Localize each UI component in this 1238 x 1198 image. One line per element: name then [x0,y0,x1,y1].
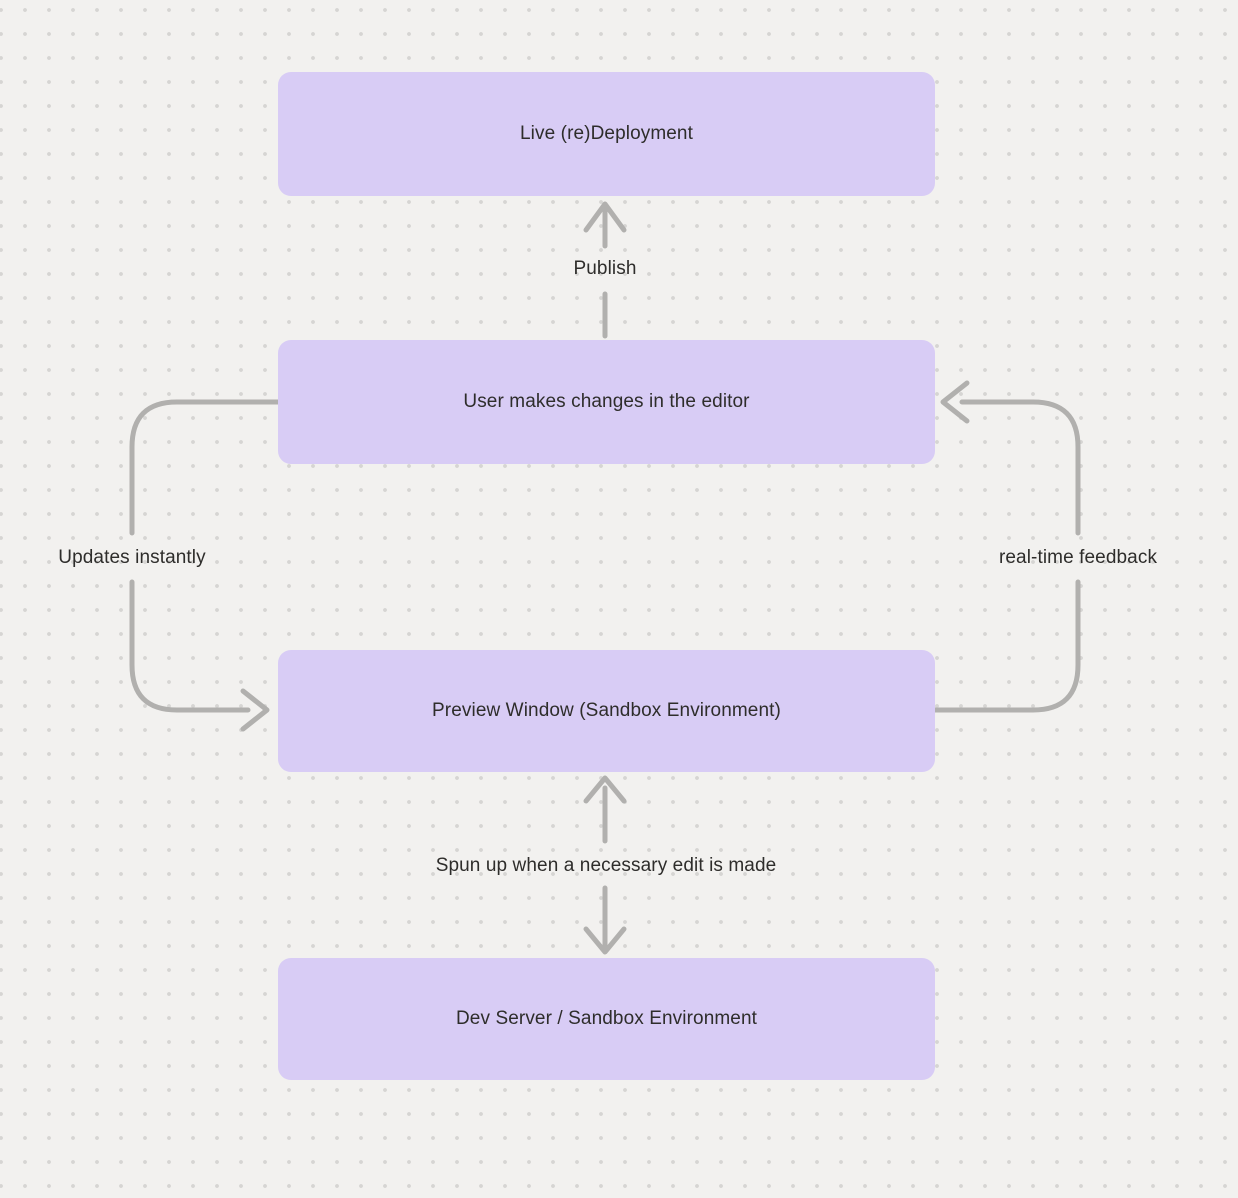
arrow-right-icon [240,688,270,732]
arrow-left-icon [940,380,970,424]
edge-label-spun-up: Spun up when a necessary edit is made [435,855,777,876]
node-dev-server: Dev Server / Sandbox Environment [278,958,935,1080]
node-preview-window: Preview Window (Sandbox Environment) [278,650,935,772]
node-label: Live (re)Deployment [520,123,693,144]
node-label: Preview Window (Sandbox Environment) [432,700,781,721]
feedback-line-upper [959,399,1081,536]
node-label: Dev Server / Sandbox Environment [455,1008,757,1029]
updates-line-upper [129,399,281,536]
arrow-up-icon [583,201,627,233]
edge-label-updates-instantly: Updates instantly [58,547,206,568]
node-user-makes-changes: User makes changes in the editor [278,340,935,464]
edge-label-publish: Publish [573,258,637,279]
node-label: User makes changes in the editor [463,391,750,412]
arrow-down-icon [583,926,627,955]
feedback-line-lower [932,579,1081,713]
edge-label-realtime-feedback: real-time feedback [998,547,1158,568]
node-live-redeployment: Live (re)Deployment [278,72,935,196]
arrow-up-icon [583,775,627,804]
updates-line-lower [129,579,251,713]
